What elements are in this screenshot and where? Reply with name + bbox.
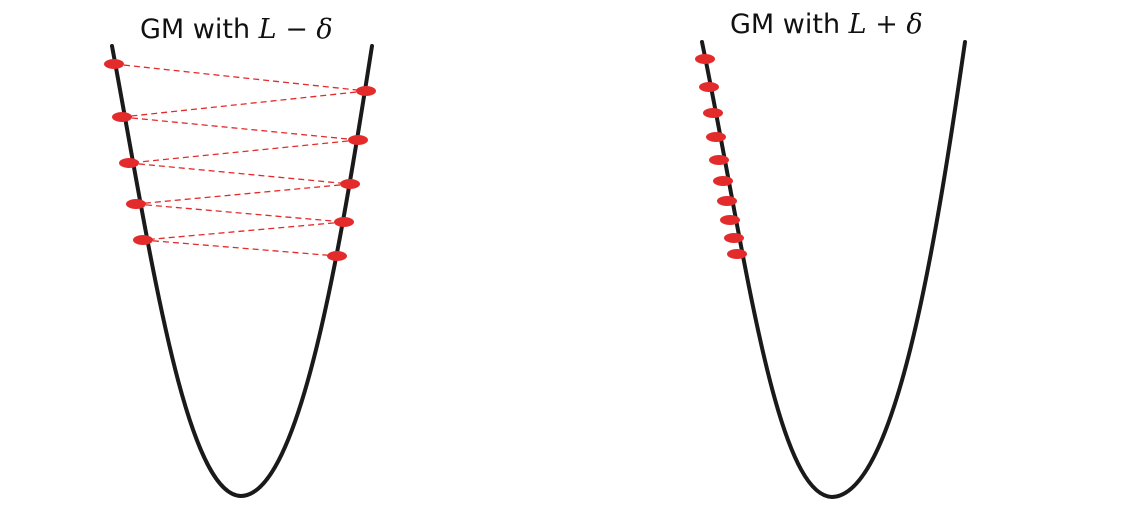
panel-left-title-text: GM with	[140, 14, 259, 45]
step-line	[142, 221, 345, 241]
step-line	[142, 239, 338, 257]
iterate-point	[348, 135, 368, 145]
panel-right-title-op: +	[867, 9, 907, 40]
iterate-point	[695, 54, 715, 64]
iterate-point	[112, 112, 132, 122]
panel-left-step-lines	[113, 63, 367, 257]
panel-left: GM with L − δ	[104, 14, 376, 499]
panel-left-title-var: L	[258, 14, 277, 45]
iterate-point	[334, 217, 354, 227]
panel-left-title: GM with L − δ	[140, 14, 333, 45]
panel-right-iterates	[695, 54, 747, 259]
iterate-point	[104, 59, 124, 69]
iterate-point	[133, 235, 153, 245]
step-line	[135, 203, 345, 223]
iterate-point	[119, 158, 139, 168]
panel-left-title-delta: δ	[316, 14, 332, 45]
panel-left-title-op: −	[277, 14, 317, 45]
panel-right-title-delta: δ	[906, 9, 922, 40]
iterate-point	[724, 233, 744, 243]
panel-left-iterates	[104, 59, 376, 261]
panel-right: GM with L + δ	[695, 9, 967, 500]
iterate-point	[356, 86, 376, 96]
step-line	[128, 139, 359, 164]
iterate-point	[327, 251, 347, 261]
iterate-point	[727, 249, 747, 259]
iterate-point	[699, 82, 719, 92]
step-line	[128, 162, 351, 185]
iterate-point	[340, 179, 360, 189]
step-line	[121, 90, 367, 118]
panel-right-function-curve	[700, 40, 967, 500]
iterate-point	[720, 215, 740, 225]
iterate-point	[709, 155, 729, 165]
iterate-point	[703, 108, 723, 118]
iterate-point	[717, 196, 737, 206]
step-line	[121, 116, 359, 141]
iterate-point	[713, 176, 733, 186]
iterate-point	[706, 132, 726, 142]
step-line	[113, 63, 367, 92]
panel-right-title: GM with L + δ	[730, 9, 923, 40]
step-line	[135, 183, 351, 205]
iterate-point	[126, 199, 146, 209]
panel-right-title-var: L	[848, 9, 867, 40]
panel-left-function-curve	[110, 44, 374, 499]
panel-right-title-text: GM with	[730, 9, 849, 40]
